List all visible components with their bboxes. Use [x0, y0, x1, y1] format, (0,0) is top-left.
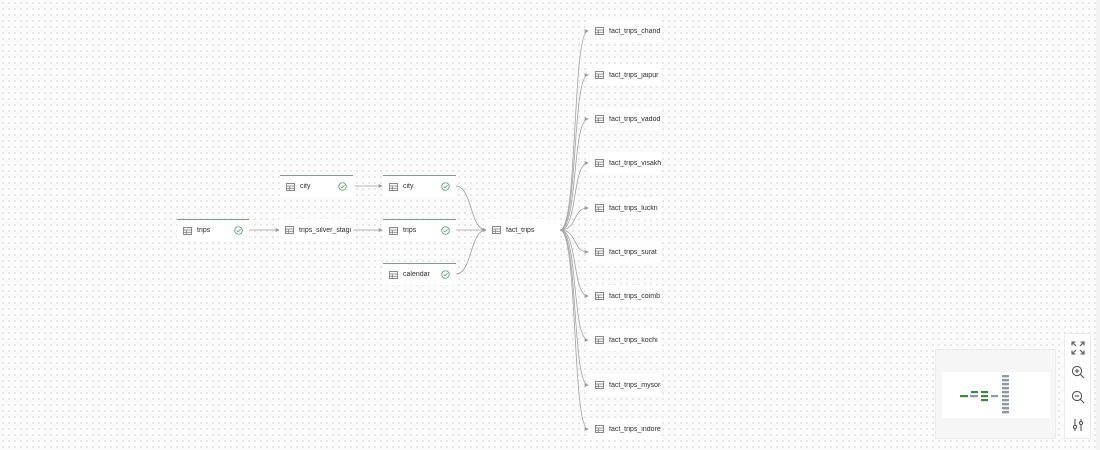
node-fact-trips-indore[interactable]: fact_trips_indore — [589, 418, 661, 440]
edge-fact-to-kochi — [559, 229, 589, 342]
table-icon — [595, 292, 604, 300]
table-icon — [492, 226, 501, 234]
table-icon — [595, 27, 604, 35]
node-fact-trips-coimb[interactable]: fact_trips_coimb — [589, 285, 661, 307]
table-icon — [389, 270, 398, 279]
table-icon — [595, 425, 604, 433]
node-trips-silver-staging[interactable]: trips_silver_stagi — [279, 219, 353, 241]
edge-fact-to-vadod — [559, 117, 589, 231]
node-fact-trips-kochi[interactable]: fact_trips_kochi — [589, 329, 661, 351]
edge-calendar-to-fact — [455, 228, 487, 275]
edge-city-to-fact — [455, 185, 487, 232]
node-trips[interactable]: trips — [383, 219, 456, 241]
node-label: fact_trips_visakh — [609, 159, 661, 167]
edge-fact-to-surat — [559, 229, 589, 254]
window-edge — [1096, 0, 1100, 450]
check-circle-icon — [234, 226, 243, 235]
table-icon — [595, 381, 604, 389]
edge-fact-to-jaipur — [559, 73, 589, 231]
edge-fact-to-mysore — [559, 229, 589, 387]
node-label: city — [300, 183, 311, 190]
node-trips-source[interactable]: trips — [177, 219, 249, 241]
sliders-icon — [1072, 419, 1084, 431]
node-label: calendar — [403, 271, 430, 278]
node-label: fact_trips_luckn — [609, 204, 658, 212]
settings-button[interactable] — [1069, 416, 1087, 434]
node-calendar[interactable]: calendar — [383, 263, 456, 285]
node-label: fact_trips_mysore — [609, 381, 661, 389]
edge-fact-to-visakh — [559, 161, 589, 231]
zoom-in-icon — [1071, 365, 1085, 379]
check-circle-icon — [441, 226, 450, 235]
check-circle-icon — [441, 182, 450, 191]
minimap[interactable] — [935, 349, 1056, 439]
table-icon — [286, 182, 295, 191]
table-icon — [595, 336, 604, 344]
node-fact-trips[interactable]: fact_trips — [486, 219, 560, 241]
table-icon — [595, 71, 604, 79]
node-label: fact_trips — [506, 226, 535, 234]
table-icon — [389, 182, 398, 191]
zoom-out-icon — [1071, 390, 1085, 404]
edge-fact-to-coimb — [559, 229, 589, 298]
fit-view-icon — [1071, 341, 1085, 355]
node-label: trips_silver_stagi — [299, 226, 352, 234]
table-icon — [595, 204, 604, 212]
node-city-source[interactable]: city — [280, 175, 353, 197]
node-fact-trips-mysore[interactable]: fact_trips_mysore — [589, 374, 661, 396]
node-label: fact_trips_kochi — [609, 336, 658, 344]
table-icon — [285, 226, 294, 234]
check-circle-icon — [441, 270, 450, 279]
node-fact-trips-vadod[interactable]: fact_trips_vadod — [589, 108, 661, 130]
edge-fact-to-indore — [559, 229, 589, 431]
minimap-nodes — [960, 375, 1009, 414]
node-fact-trips-luckn[interactable]: fact_trips_luckn — [589, 197, 661, 219]
node-fact-trips-jaipur[interactable]: fact_trips_jaipur — [589, 64, 661, 86]
node-label: fact_trips_jaipur — [609, 71, 659, 79]
node-fact-trips-surat[interactable]: fact_trips_surat — [589, 241, 661, 263]
node-label: fact_trips_surat — [609, 248, 657, 256]
fit-view-button[interactable] — [1069, 339, 1087, 357]
node-label: trips — [403, 227, 417, 234]
check-circle-icon — [338, 182, 347, 191]
node-label: city — [403, 183, 414, 190]
node-city[interactable]: city — [383, 175, 456, 197]
table-icon — [595, 248, 604, 256]
zoom-in-button[interactable] — [1069, 363, 1087, 381]
node-fact-trips-chand[interactable]: fact_trips_chand — [589, 20, 661, 42]
table-icon — [595, 115, 604, 123]
node-label: trips — [197, 227, 211, 234]
node-label: fact_trips_indore — [609, 425, 661, 433]
canvas-toolbar — [1064, 333, 1091, 439]
node-label: fact_trips_vadod — [609, 115, 661, 123]
node-label: fact_trips_coimb — [609, 292, 660, 300]
zoom-out-button[interactable] — [1069, 388, 1087, 406]
table-icon — [183, 226, 192, 235]
edge-fact-to-luckn — [559, 206, 589, 231]
node-fact-trips-visakh[interactable]: fact_trips_visakh — [589, 152, 661, 174]
node-label: fact_trips_chand — [609, 27, 661, 35]
edge-fact-to-chand — [559, 29, 589, 231]
table-icon — [595, 159, 604, 167]
table-icon — [389, 226, 398, 235]
